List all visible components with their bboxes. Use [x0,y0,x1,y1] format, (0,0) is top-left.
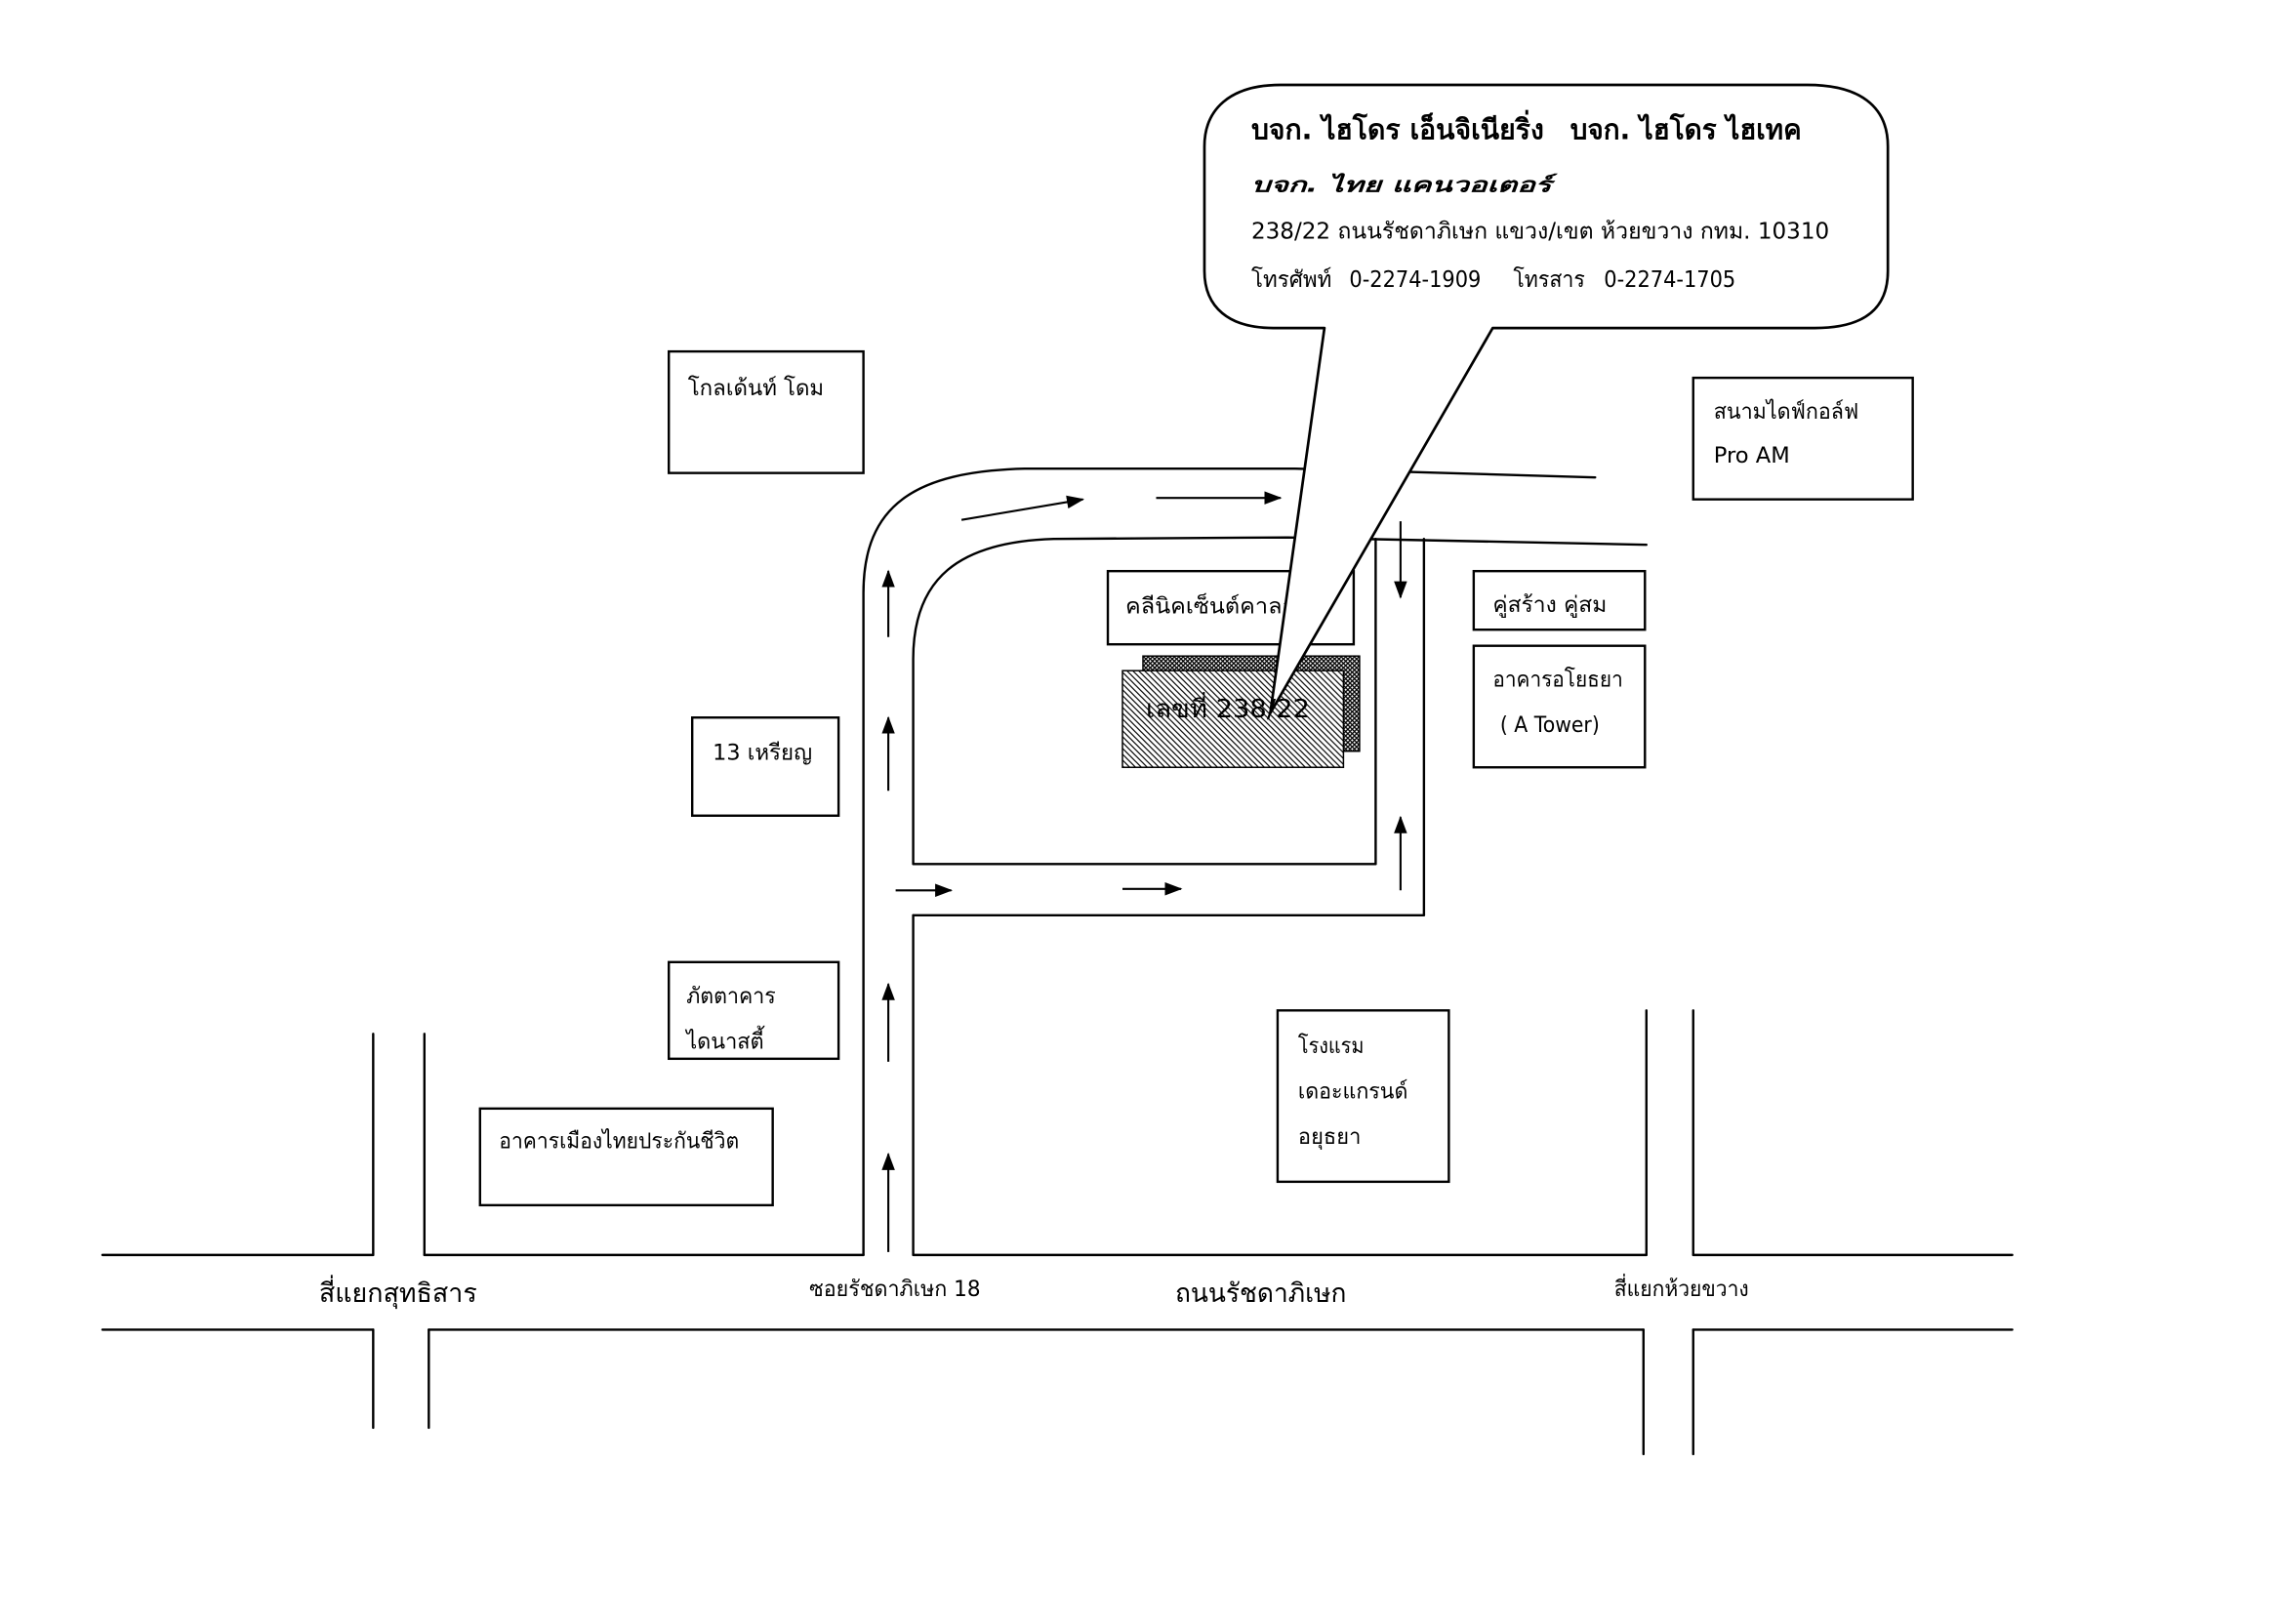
landmark-label: เดอะแกรนด์ [1298,1077,1407,1104]
landmark-label: ไดนาสตี้ [684,1025,765,1054]
landmark-box [1472,569,1647,631]
main-road-label: ถนนรัชดาภิเษก [1175,1279,1346,1309]
landmark-label: อยุธยา [1298,1124,1361,1150]
landmark-driving-range: สนามไดฟ์กอล์ฟ Pro AM [1692,376,1914,501]
landmark-label: ภัตตาคาร [686,984,775,1009]
landmark-thirteen-coins: 13 เหรียญ [690,716,840,817]
landmark-label: อาคารอโยธยา [1492,667,1622,693]
landmark-ayutthaya-building: อาคารอโยธยา ( A Tower) [1472,644,1647,769]
landmark-khu-sang-khu-som: คู่สร้าง คู่สม [1472,569,1647,631]
traffic-arrows [881,491,1407,1252]
main-road [101,1253,2014,1331]
soi-road [862,467,1648,1257]
phone-number: 0-2274-1909 [1349,266,1481,293]
soi-label: ซอยรัชดาภิเษก 18 [809,1277,980,1302]
landmark-dynasty-restaurant: ภัตตาคาร ไดนาสตี้ [668,960,840,1061]
landmark-grand-hotel: โรงแรม เดอะแกรนด์ อยุธยา [1276,1009,1450,1184]
fax-number: 0-2274-1705 [1604,266,1735,293]
landmark-label: 13 เหรียญ [713,741,812,766]
right-intersection-label: สี่แยกห้วยขวาง [1614,1273,1749,1302]
landmark-label: โกลเด้นท์ โดม [688,375,824,401]
soi-inner-edge [912,536,1648,866]
road-labels: สี่แยกสุทธิสาร ซอยรัชดาภิเษก 18 ถนนรัชดา… [319,1273,1749,1310]
company-name: บจก. ไทย แคนวอเตอร์ [1251,173,1559,197]
landmark-box [690,716,840,817]
target-building-block [1121,670,1345,768]
landmark-label: โรงแรม [1298,1033,1364,1059]
landmark-box [1472,644,1647,769]
fax-label: โทรสาร [1513,266,1584,293]
target-building [1121,655,1361,768]
landmark-box [1276,1009,1450,1184]
landmark-box [668,349,865,474]
traffic-arrow-icon [960,495,1085,521]
company-name: บจก. ไฮโดร เอ็นจิเนียริ่ง [1251,110,1544,146]
landmark-label: Pro AM [1714,443,1790,468]
company-address: 238/22 ถนนรัชดาภิเษก แขวง/เขต ห้วยขวาง ก… [1251,219,1829,245]
left-intersection-label: สี่แยกสุทธิสาร [319,1275,477,1310]
landmark-label: สนามไดฟ์กอล์ฟ [1714,398,1858,425]
landmark-label: อาคารเมืองไทยประกันชีวิต [499,1127,739,1154]
callout-bubble [1203,83,1890,715]
phone-label: โทรศัพท์ [1251,266,1331,293]
landmark-box [668,960,840,1061]
right-intersection [1642,1009,1694,1456]
landmark-muang-thai-life: อาคารเมืองไทยประกันชีวิต [478,1107,774,1207]
soi-outer-edge [862,467,1597,1257]
landmark-label: คลีนิคเซ็นต์คาลอส [1125,592,1310,620]
landmark-label: คู่สร้าง คู่สม [1492,592,1607,618]
left-intersection [372,1033,430,1430]
landmark-label: ( A Tower) [1500,712,1600,738]
target-building-label: เลขที่ 238/22 [1146,692,1310,724]
landmark-box [1692,376,1914,501]
landmark-box [478,1107,774,1207]
company-name: บจก. ไฮโดร ไฮเทค [1570,113,1802,146]
address-callout: บจก. ไฮโดร เอ็นจิเนียริ่ง บจก. ไฮโดร ไฮเ… [1203,83,1890,715]
landmark-golden-dome: โกลเด้นท์ โดม [668,349,865,474]
